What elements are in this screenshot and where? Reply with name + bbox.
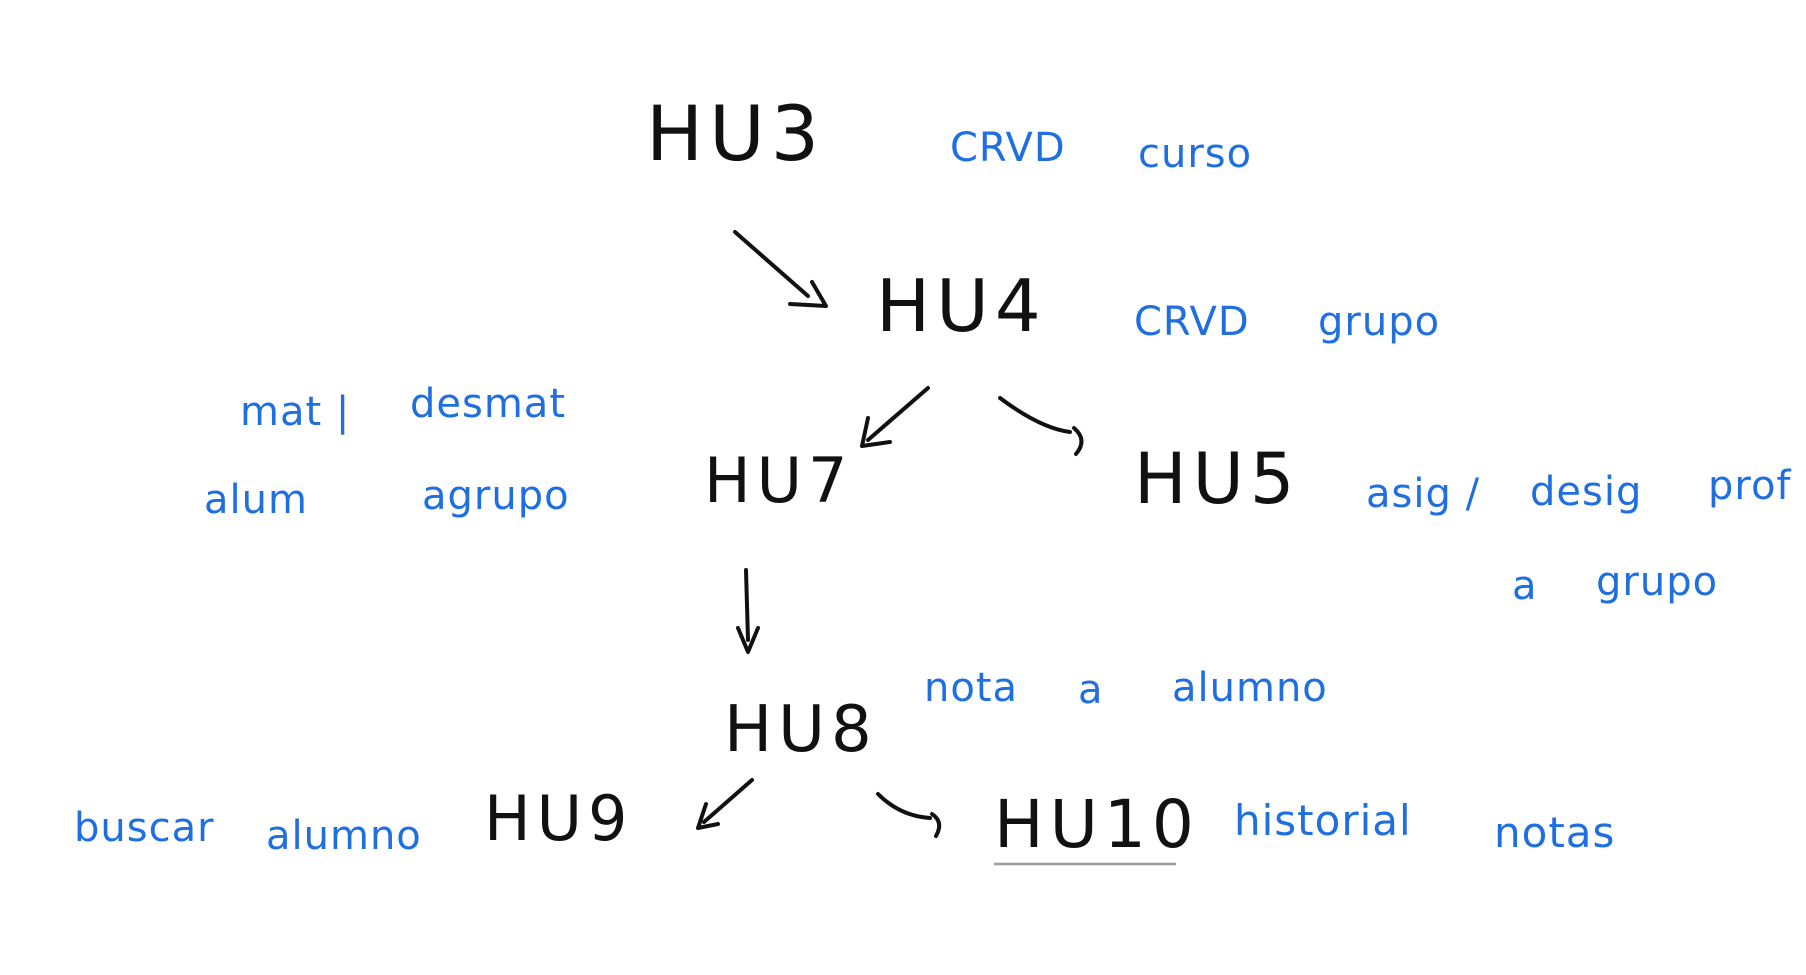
- note-hu7-mat: mat |: [240, 389, 351, 435]
- edge-hu8-hu10: [876, 792, 942, 838]
- note-hu5-prof: prof: [1708, 463, 1792, 509]
- note-hu8-a: a: [1078, 667, 1104, 713]
- note-hu4-grupo: grupo: [1318, 299, 1441, 345]
- node-hu10: HU10: [994, 786, 1200, 863]
- note-hu7-agrupo: agrupo: [422, 473, 570, 519]
- note-hu5-desig: desig: [1530, 469, 1643, 515]
- node-hu3: HU3: [646, 89, 826, 178]
- edge-hu7-hu8: [736, 568, 760, 654]
- note-hu9-buscar: buscar: [74, 805, 215, 851]
- note-hu5-a: a: [1512, 563, 1538, 609]
- note-hu8-nota: nota: [924, 665, 1019, 711]
- note-hu9-alumno: alumno: [266, 813, 422, 859]
- node-hu7: HU7: [704, 444, 854, 517]
- edge-hu4-hu5: [998, 396, 1084, 456]
- node-hu8: HU8: [724, 693, 878, 767]
- note-hu3-crud: CRVD: [950, 125, 1066, 171]
- edge-hu8-hu9: [696, 778, 754, 830]
- note-hu4-crud: CRVD: [1134, 299, 1250, 345]
- note-hu3-curso: curso: [1138, 131, 1253, 177]
- note-hu10-historial: historial: [1234, 796, 1412, 845]
- node-hu9: HU9: [484, 782, 634, 855]
- edge-hu4-hu7: [860, 386, 930, 448]
- node-hu5: HU5: [1134, 438, 1301, 520]
- note-hu5-grupo: grupo: [1596, 559, 1719, 605]
- note-hu7-desmat: desmat: [410, 381, 566, 427]
- edge-hu3-hu4: [733, 230, 828, 308]
- note-hu7-alum: alum: [204, 477, 308, 523]
- note-hu5-asig: asig /: [1366, 471, 1481, 517]
- node-hu4: HU4: [876, 264, 1047, 348]
- note-hu8-alumno: alumno: [1172, 665, 1328, 711]
- note-hu10-notas: notas: [1494, 808, 1616, 857]
